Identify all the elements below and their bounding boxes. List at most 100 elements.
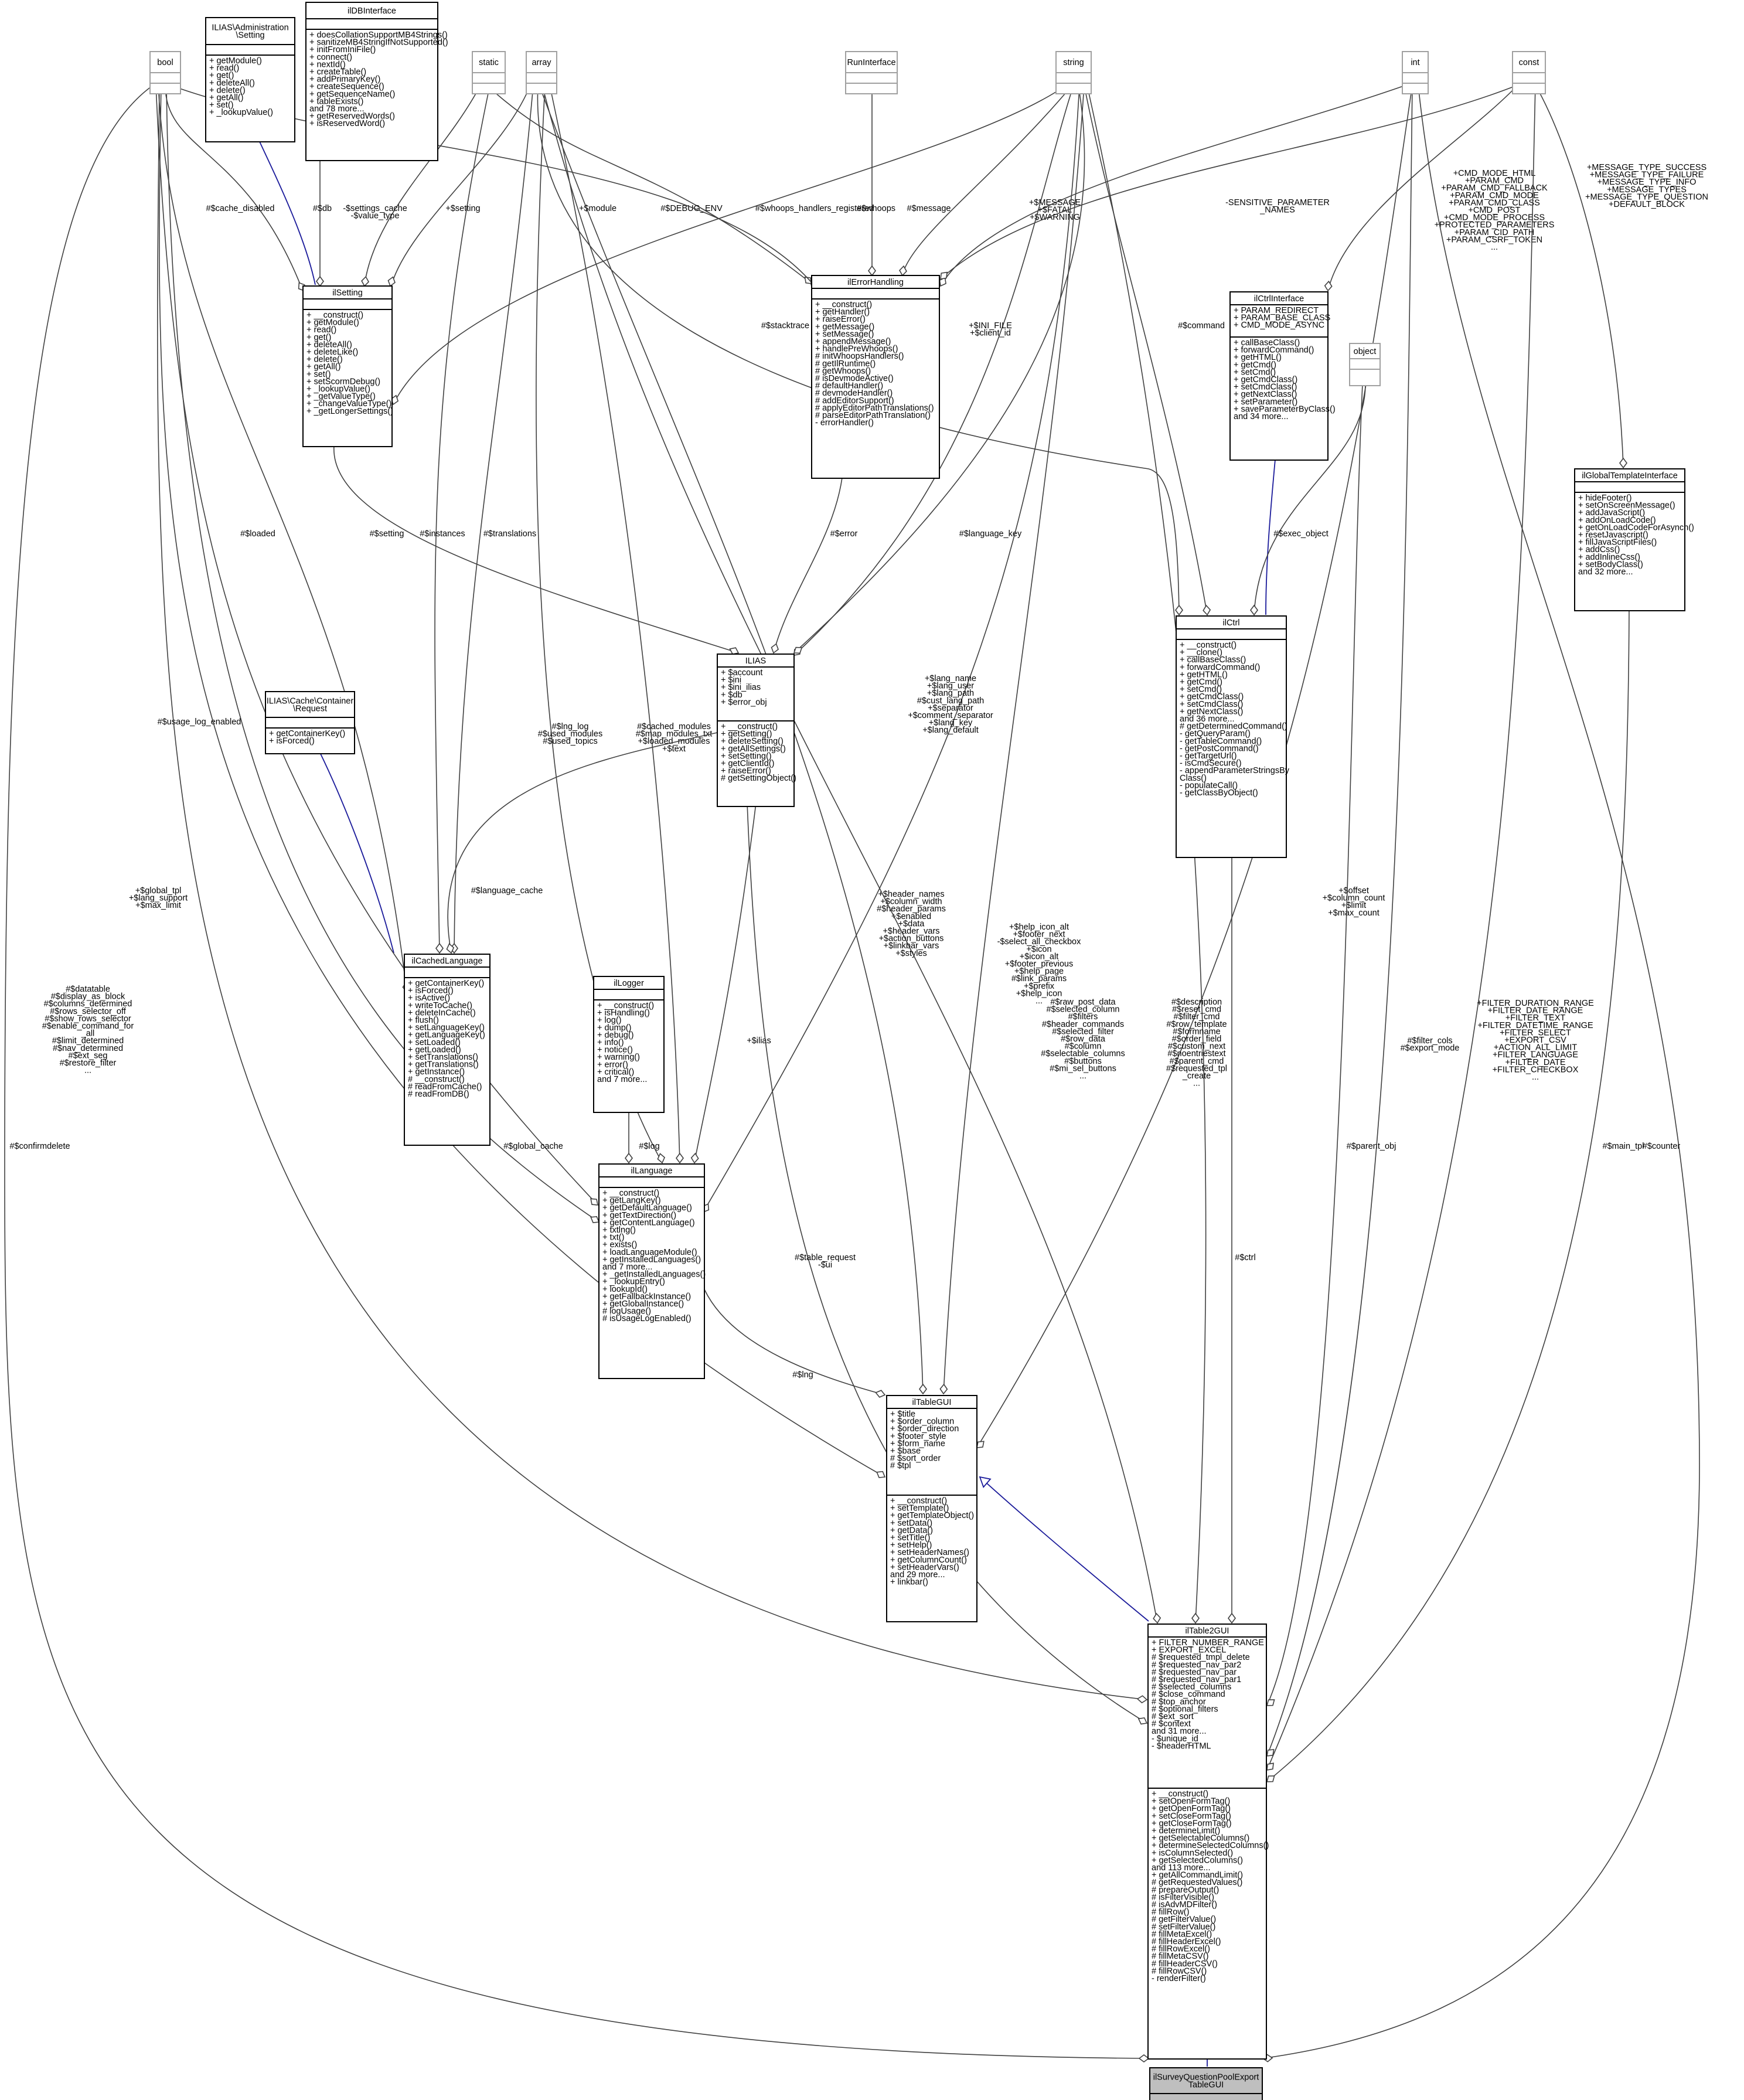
class-illanguage: ilLanguage+ __construct()+ getLangKey()+… (598, 1163, 706, 1379)
edge-label: _NAMES (1259, 206, 1295, 215)
class-name: bool (157, 58, 173, 67)
edge-label: #$ctrl (1235, 1253, 1255, 1262)
edge-module: +$module (390, 84, 1067, 406)
class-method: + get() (306, 333, 331, 342)
class-attribute: # $top_anchor (1152, 1697, 1206, 1707)
class-method: + txtlng() (602, 1226, 636, 1235)
class-method: + txt() (602, 1233, 624, 1243)
edge-path (251, 125, 316, 285)
class-name: TableGUI (1188, 2080, 1224, 2089)
class-method: + __construct() (306, 311, 363, 320)
class-method: and 29 more... (890, 1570, 945, 1580)
edge-offset: +$offset+$column_count+$limit+$max_count (976, 84, 1413, 1448)
edge-label: +PARAM_CSRF_TOKEN (1446, 235, 1542, 244)
edge-translations: #$translations (450, 84, 536, 954)
class-method: + getNextClass() (1180, 707, 1243, 716)
edge-label: +MESSAGE_TYPE_INFO (1597, 178, 1697, 187)
edge-whoops: #$whoops (857, 85, 895, 277)
class-method: + getLanguageKey() (408, 1030, 485, 1040)
edge-label: +$help_icon (1016, 989, 1062, 998)
edge-cmd-modes: +CMD_MODE_HTML+PARAM_CMD+PARAM_CMD_FALLB… (1324, 84, 1554, 292)
class-method: + forwardCommand() (1234, 346, 1314, 355)
edge-label: ... (84, 1066, 91, 1075)
class-attribute: + $ini_ilias (721, 683, 761, 692)
edge-label: #$translations (483, 529, 536, 539)
class-attribute: # $tpl (890, 1461, 911, 1471)
class-method: + getLangKey() (602, 1196, 661, 1206)
edge-label: #$setting (370, 529, 404, 539)
class-method: # readFromDB() (408, 1090, 469, 1099)
class-name: \Request (293, 704, 327, 713)
aggregation-diamond (361, 275, 370, 287)
edge-label: #$header_commands (1042, 1020, 1124, 1029)
class-method: + isHandling() (597, 1009, 650, 1018)
edge-label: #$requested_tpl (1166, 1064, 1227, 1073)
class-method: + getCmd() (1180, 678, 1222, 687)
edge-path (1266, 588, 1630, 1782)
edge-label: #$description (1171, 998, 1222, 1007)
aggregation-diamond (1203, 604, 1211, 616)
class-method: - isCmdSecure() (1180, 759, 1242, 768)
edge-label: #$cache_disabled (206, 204, 275, 213)
edge-label: #$language_cache (471, 886, 543, 896)
class-method: + getDefaultLanguage() (602, 1203, 692, 1213)
class-method: + getAllSettings() (721, 744, 786, 754)
edge-cached-modules: #$cached_modules#$map_modules_txt+$loade… (549, 84, 712, 1164)
class-method: + callBaseClass() (1234, 338, 1300, 348)
edge-label: +DEFAULT_BLOCK (1609, 200, 1685, 209)
class-name: ILIAS\Administration (212, 23, 288, 33)
class-name: ILIAS\Cache\Container (267, 697, 353, 706)
edge-path (166, 84, 600, 1223)
class-attribute: + $db (721, 690, 742, 700)
edge-label: #$cached_modules (637, 722, 711, 731)
class-method: # fillMetaCSV() (1152, 1952, 1209, 1961)
class-attribute: # $requested_nav_par2 (1152, 1660, 1241, 1670)
aggregation-diamond (1266, 1749, 1275, 1757)
class-attribute: # $close_command (1152, 1690, 1225, 1699)
edge-path (694, 802, 757, 1163)
class-method: + getMessage() (815, 322, 874, 332)
class-method: + _lookupValue() (209, 108, 273, 117)
class-method: + getContainerKey() (408, 979, 484, 988)
edge-exec-object: #$exec_object (1250, 383, 1366, 616)
class-bool: bool (149, 51, 181, 94)
aggregation-diamond (771, 643, 779, 654)
class-method: # fillHeaderCSV() (1152, 1959, 1218, 1969)
edge-path (979, 1476, 1149, 1622)
edge-path (940, 84, 1518, 280)
class-attribute: + FILTER_NUMBER_RANGE (1152, 1638, 1264, 1648)
edge-datatable: #$datatable#$display_as_block#$columns_d… (42, 84, 1148, 1704)
class-method: + get() (209, 71, 234, 80)
edge-label: +$styles (895, 949, 927, 958)
class-ilerrorhandling: ilErrorHandling+ __construct()+ getHandl… (811, 275, 940, 479)
class-method: - renderFilter() (1152, 1974, 1206, 1983)
edge-label: #$columns_determined (44, 999, 132, 1009)
class-method: + setTranslations() (408, 1053, 478, 1062)
edge-path (333, 445, 739, 654)
class-method: + getCloseFormTag() (1152, 1819, 1232, 1828)
class-method: + getContentLanguage() (602, 1218, 695, 1227)
edge-label: ... (1079, 1071, 1086, 1081)
class-method: + handlePreWhoops() (815, 345, 898, 354)
class-admin-setting: ILIAS\Administration\Setting+ getModule(… (205, 17, 295, 142)
edge-label: +PARAM_CMD (1465, 176, 1524, 186)
class-method: # defaultHandler() (815, 382, 883, 391)
edge-label: +PARAM_CMD_CLASS (1449, 198, 1540, 207)
class-name: \Setting (236, 30, 264, 40)
nodes-layer: bool ILIAS\Administration\Setting+ getMod… (149, 2, 1694, 2100)
edge-description: #$description#$reset_cmd#$filter_cmd#$ro… (1086, 84, 1227, 1624)
edge-label: #$global_cache (503, 1142, 563, 1151)
class-method: # getRequestedValues() (1152, 1878, 1242, 1887)
edge-label: #$column (1065, 1042, 1102, 1051)
class-attribute: + CMD_MODE_ASYNC (1234, 321, 1324, 330)
edge-label: #$whoops (857, 204, 895, 213)
edge-label: +$icon (1026, 945, 1051, 954)
class-method: + delete() (306, 355, 343, 365)
class-method: + tableExists() (309, 97, 363, 106)
edge-label: +$footer_previous (1005, 959, 1073, 969)
class-method: + getFallbackInstance() (602, 1292, 691, 1301)
class-attribute: + $error_obj (721, 697, 767, 707)
edge-path (1327, 84, 1518, 291)
edge-path (393, 84, 1067, 405)
class-attribute: + $order_direction (890, 1424, 959, 1434)
